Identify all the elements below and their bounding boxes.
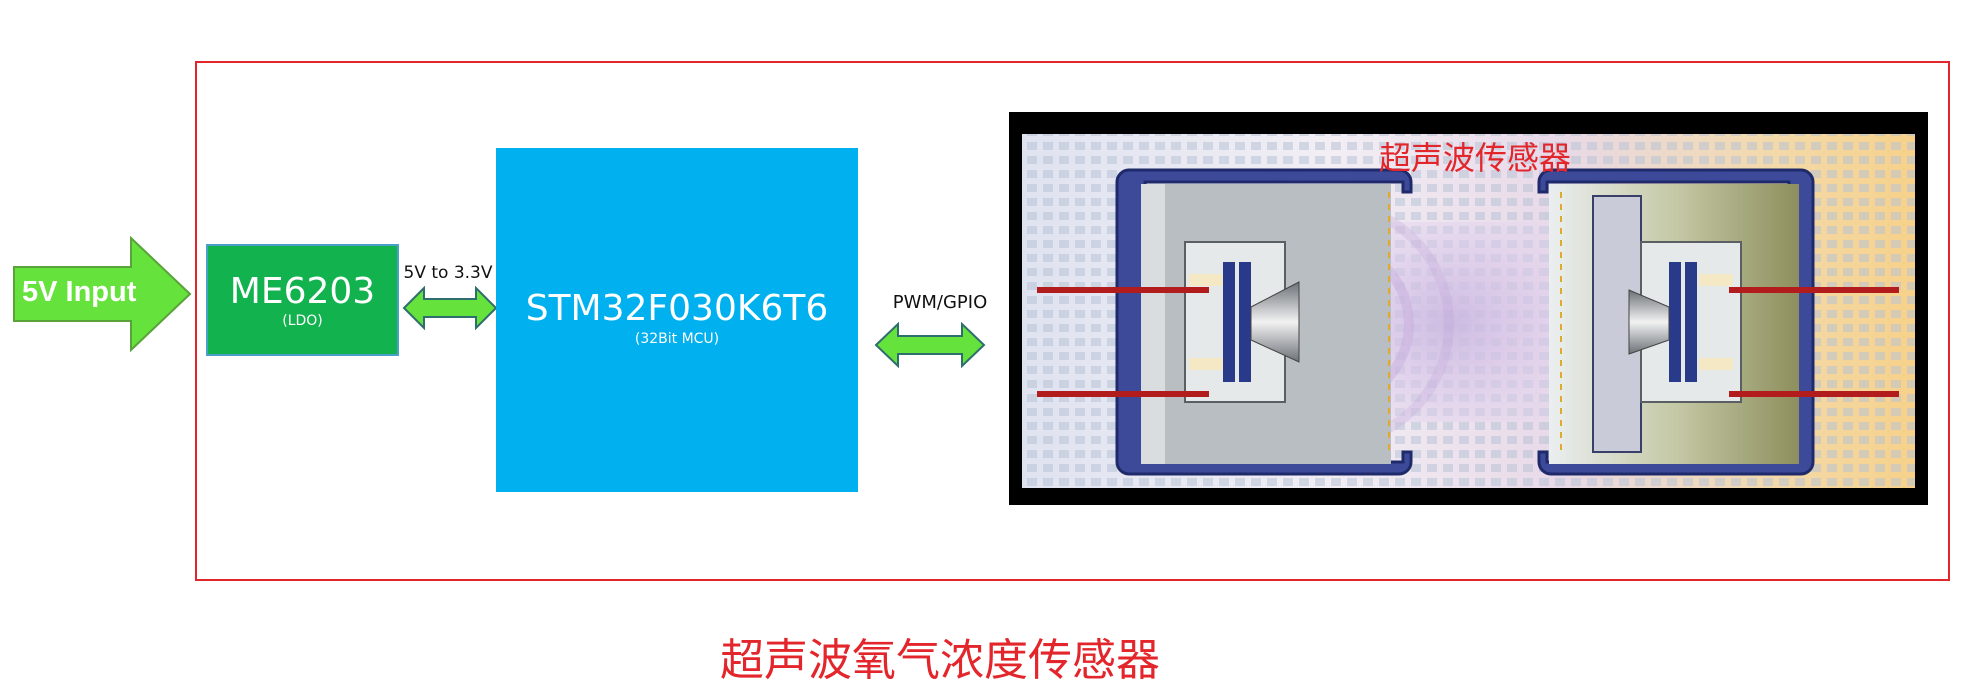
system-frame (195, 61, 1950, 581)
power-input-label: 5V Input (22, 276, 137, 308)
ultrasonic-sensor-illustration (1009, 112, 1928, 505)
sensor-label: 超声波传感器 (1378, 139, 1571, 177)
voltage-conversion-label: 5V to 3.3V (403, 263, 493, 283)
interface-double-arrow (874, 322, 986, 368)
ldo-block: ME6203 (LDO) (206, 244, 399, 356)
ldo-sub-label: (LDO) (282, 313, 323, 329)
mcu-block: STM32F030K6T6 (32Bit MCU) (496, 148, 858, 492)
mcu-sub-label: (32Bit MCU) (634, 331, 720, 347)
power-input-arrow (13, 236, 192, 352)
conversion-double-arrow (402, 286, 498, 330)
interface-label: PWM/GPIO (892, 292, 988, 313)
ldo-name: ME6203 (229, 271, 376, 312)
mcu-name: STM32F030K6T6 (525, 288, 829, 329)
diagram-caption: 超声波氧气浓度传感器 (720, 635, 1160, 686)
